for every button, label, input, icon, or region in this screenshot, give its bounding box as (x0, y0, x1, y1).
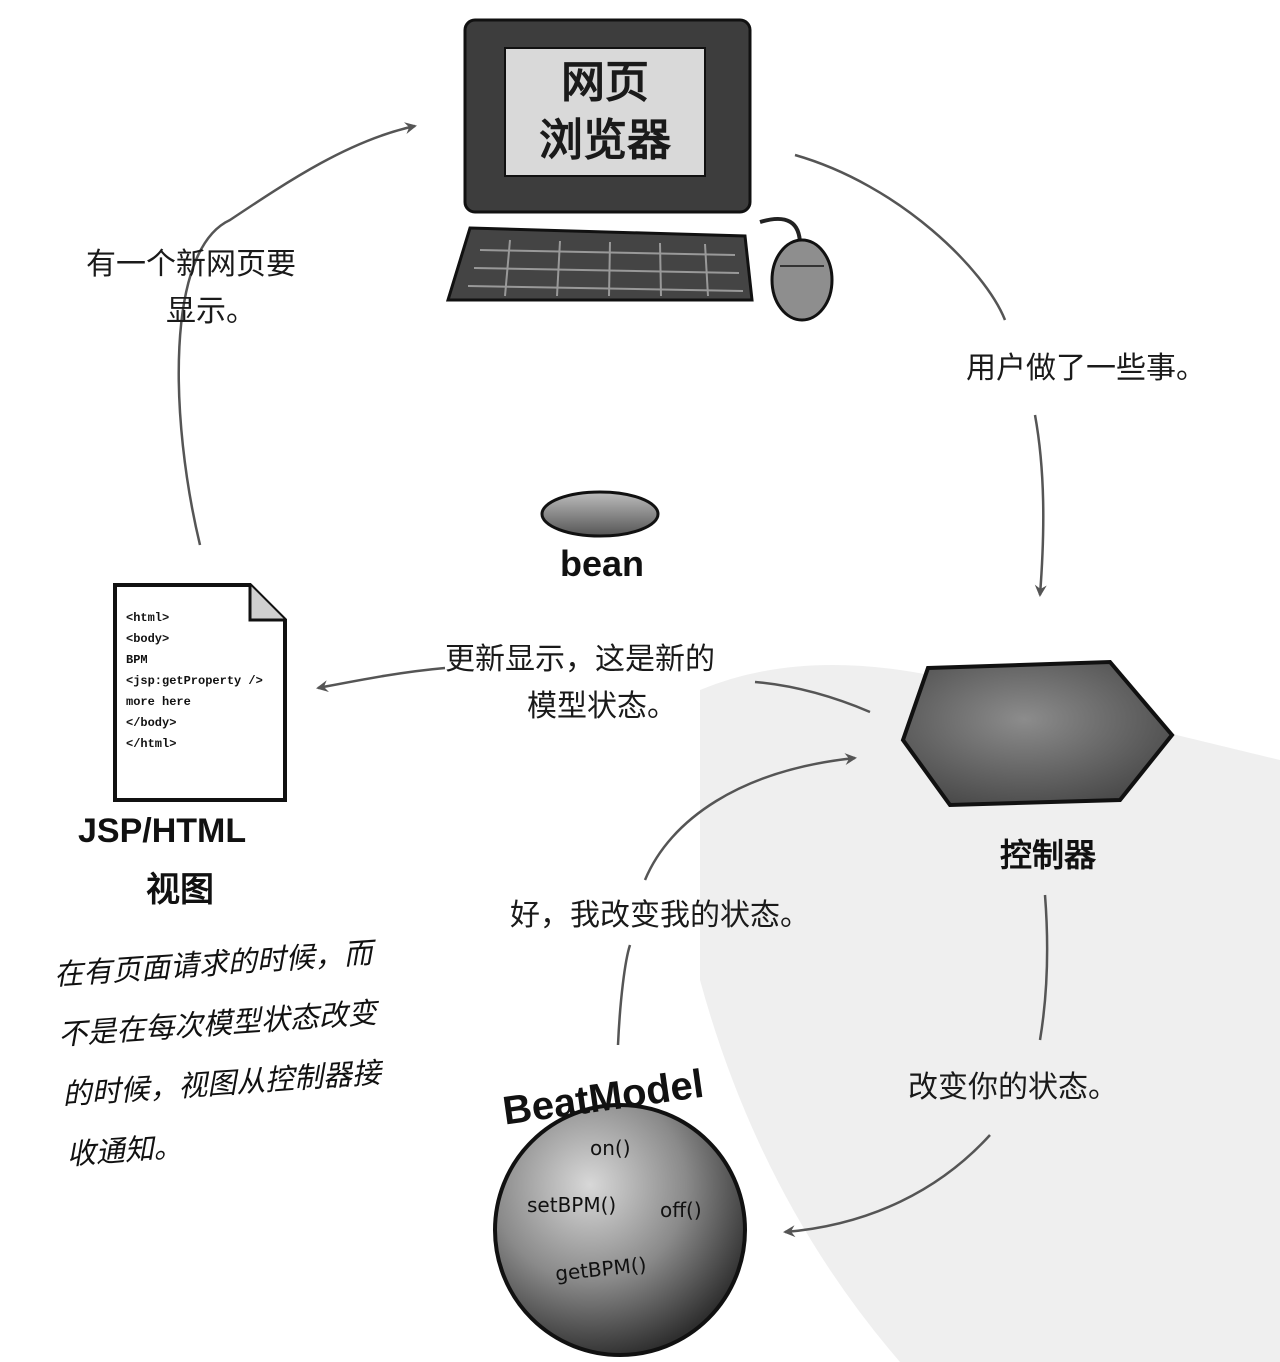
method-off: off() (660, 1198, 702, 1222)
label-ok-changed: 好，我改变我的状态。 (510, 898, 810, 933)
bean-shape (540, 490, 660, 538)
label-user-action: 用户做了一些事。 (966, 351, 1206, 386)
arrow-browser-to-controller (794, 153, 1043, 595)
controller-hexagon (900, 659, 1175, 808)
watermark-shape (700, 665, 1280, 1362)
beatmodel-ball (493, 1103, 747, 1357)
arrow-controller-to-model (785, 894, 1049, 1232)
view-subtitle: 视图 (146, 870, 214, 910)
code-line: </body> (126, 716, 177, 730)
bean-label: bean (560, 543, 645, 584)
label-new-page-line2: 显示。 (166, 293, 256, 329)
code-line: BPM (126, 653, 148, 667)
jsp-document (113, 583, 287, 802)
jsp-code: <html> <body> BPM <jsp:getProperty /> mo… (126, 608, 263, 755)
arrow-view-to-browser (177, 122, 417, 546)
label-new-page: 有一个新网页要 显示。 (86, 242, 296, 335)
keyboard (445, 226, 754, 302)
arrow-controller-to-view (318, 666, 871, 714)
method-on: on() (590, 1136, 631, 1160)
browser-label: 网页 浏览器 (505, 54, 705, 170)
label-change-state: 改变你的状态。 (908, 1070, 1118, 1105)
view-title: JSP/HTML (78, 812, 247, 850)
label-new-page-line1: 有一个新网页要 (86, 247, 296, 282)
method-setbpm: setBPM() (527, 1193, 617, 1217)
code-line: <body> (126, 632, 170, 646)
label-update-line2: 模型状态。 (527, 688, 677, 724)
handwritten-note: 在有页面请求的时候，而不是在每次模型状态改变的时候，视图从控制器接收通知。 (52, 935, 382, 1172)
browser-computer (445, 18, 834, 322)
code-line: <html> (126, 611, 170, 625)
browser-label-line2: 浏览器 (539, 115, 671, 166)
monitor-screen (504, 47, 706, 177)
code-line: more here (126, 695, 191, 709)
mouse (770, 238, 834, 322)
label-update-line1: 更新显示，这是新的 (445, 642, 715, 677)
label-update-display: 更新显示，这是新的 模型状态。 (445, 637, 715, 730)
controller-label: 控制器 (1000, 836, 1097, 874)
code-line: <jsp:getProperty /> (126, 674, 263, 688)
arrow-model-to-controller (616, 758, 855, 1046)
code-line: </html> (126, 737, 177, 751)
keyboard-keys (467, 239, 744, 297)
browser-label-line1: 网页 (561, 57, 649, 108)
